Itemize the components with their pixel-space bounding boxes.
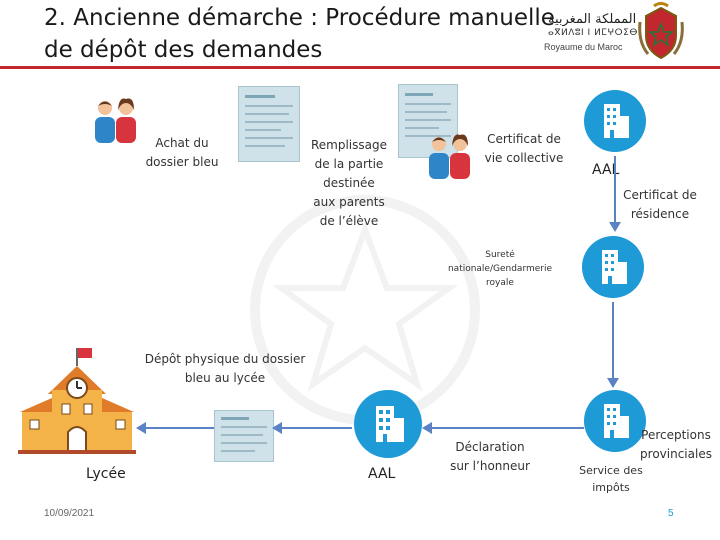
arrow-down-icon — [609, 156, 621, 232]
surete-building-node — [582, 236, 644, 298]
cert-vie-line-2: vie collective — [484, 151, 564, 165]
lycee-label: Lycée — [86, 466, 126, 482]
service-line-1: Service des — [579, 464, 643, 477]
service-label: Service des impôts — [570, 462, 652, 496]
building-icon — [604, 404, 629, 438]
arrow-left-icon — [272, 422, 352, 434]
arrow-left-icon — [422, 422, 584, 434]
footer-date: 10/09/2021 — [44, 508, 95, 519]
depot-label: Dépôt physique du dossier bleu au lycée — [130, 350, 320, 388]
document-lines-icon — [245, 95, 293, 147]
header-divider — [0, 66, 720, 69]
remplissage-label: Remplissage de la partie destinée aux pa… — [298, 136, 400, 231]
remplissage-line-4: aux parents — [313, 195, 385, 209]
title-line-1: 2. Ancienne démarche : Procédure manuell… — [44, 5, 555, 31]
depot-line-2: bleu au lycée — [184, 371, 266, 385]
parents-icon — [429, 134, 470, 179]
aal-bottom-building-node — [354, 390, 422, 458]
achat-line-1: Achat du — [155, 136, 209, 150]
logo-arabic-text: المملكة المغربية — [548, 12, 637, 27]
achat-label: Achat du dossier bleu — [136, 134, 228, 172]
logo-tifinagh-text: ⴰⴳⵍⴷⵓⵏ ⵏ ⵍⵎⵖⵔⵉⴱ — [548, 28, 638, 38]
aal-building-node — [584, 90, 646, 152]
surete-line-2: nationale/Gendarmerie — [447, 264, 553, 274]
surete-line-3: royale — [486, 278, 514, 288]
dossier-document-image — [238, 86, 300, 162]
logo-french-text: Royaume du Maroc — [544, 42, 623, 52]
arrow-left-icon — [136, 422, 216, 434]
remplissage-line-5: de l’élève — [319, 214, 379, 228]
perceptions-label: Perceptions provinciales — [632, 426, 720, 464]
document-lines-icon — [221, 417, 267, 452]
cert-vie-line-1: Certificat de — [487, 132, 561, 146]
perceptions-line-2: provinciales — [640, 447, 712, 461]
cert-res-label: Certificat de résidence — [612, 186, 708, 224]
achat-line-2: dossier bleu — [145, 155, 219, 169]
impots-building-node — [584, 390, 646, 452]
aal-bottom-label: AAL — [368, 466, 396, 482]
building-icon — [376, 406, 404, 442]
declaration-label: Déclaration sur l’honneur — [436, 438, 544, 476]
remplissage-line-1: Remplissage — [310, 138, 387, 152]
surete-label: Sureté nationale/Gendarmerie royale — [430, 248, 570, 290]
building-icon — [602, 250, 627, 284]
page-title: 2. Ancienne démarche : Procédure manuell… — [44, 2, 555, 66]
coat-of-arms-icon — [638, 2, 684, 60]
document-lines-icon — [405, 93, 451, 137]
depot-line-1: Dépôt physique du dossier — [144, 352, 306, 366]
filled-form-image — [398, 84, 458, 158]
cert-res-line-2: résidence — [630, 207, 690, 221]
remplissage-line-2: de la partie — [314, 157, 384, 171]
declaration-line-1: Déclaration — [455, 440, 525, 454]
remplissage-line-3: destinée — [323, 176, 375, 190]
declaration-document-image — [214, 410, 274, 462]
arrow-down-icon — [607, 302, 619, 388]
parents-icon — [95, 98, 136, 143]
title-line-2: de dépôt des demandes — [44, 37, 323, 63]
building-icon — [604, 104, 629, 138]
cert-vie-label: Certificat de vie collective — [474, 130, 574, 168]
page-number: 5 — [668, 508, 674, 519]
cert-res-line-1: Certificat de — [623, 188, 697, 202]
aal-top-label: AAL — [592, 162, 620, 178]
perceptions-line-1: Perceptions — [641, 428, 711, 442]
surete-line-1: Sureté — [485, 250, 515, 260]
service-line-2: impôts — [592, 481, 630, 494]
school-building-icon — [18, 348, 136, 454]
declaration-line-2: sur l’honneur — [450, 459, 530, 473]
